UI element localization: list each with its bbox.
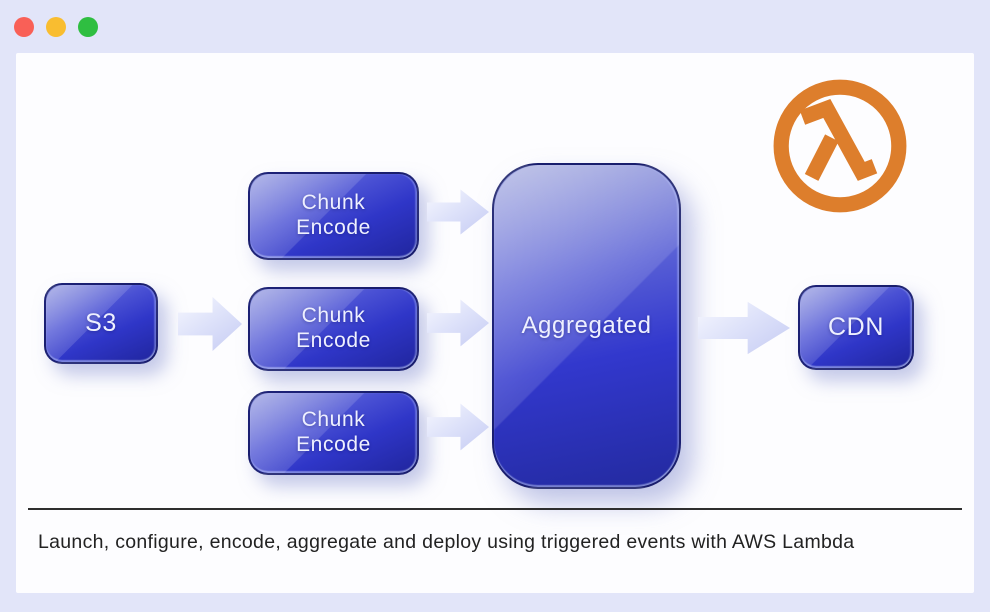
diagram-caption: Launch, configure, encode, aggregate and… xyxy=(38,531,855,553)
node-chunk-encode-1-label: Chunk Encode xyxy=(296,191,371,239)
node-chunk-encode-3: Chunk Encode xyxy=(248,391,419,475)
node-s3: S3 xyxy=(44,283,158,364)
node-chunk-encode-3-label: Chunk Encode xyxy=(296,408,371,456)
arrow-aggregated-to-cdn-icon xyxy=(698,301,790,355)
minimize-button[interactable] xyxy=(46,17,66,37)
close-button[interactable] xyxy=(14,17,34,37)
caption-divider xyxy=(28,508,962,510)
diagram-canvas: S3 Chunk Encode Chunk Encode Chunk Encod… xyxy=(16,53,974,593)
arrow-chunk2-to-aggregated-icon xyxy=(427,299,489,347)
node-cdn-label: CDN xyxy=(828,312,884,341)
arrow-chunk1-to-aggregated-icon xyxy=(427,189,489,235)
node-aggregated: Aggregated xyxy=(492,163,681,489)
node-cdn: CDN xyxy=(798,285,914,370)
aws-lambda-logo-icon xyxy=(769,75,911,217)
node-aggregated-label: Aggregated xyxy=(521,311,652,339)
window-titlebar xyxy=(14,17,98,37)
node-chunk-encode-1: Chunk Encode xyxy=(248,172,419,260)
arrow-s3-to-chunk-icon xyxy=(178,297,242,351)
zoom-button[interactable] xyxy=(78,17,98,37)
node-s3-label: S3 xyxy=(85,308,117,337)
node-chunk-encode-2-label: Chunk Encode xyxy=(296,304,371,352)
arrow-chunk3-to-aggregated-icon xyxy=(427,403,489,451)
node-chunk-encode-2: Chunk Encode xyxy=(248,287,419,371)
